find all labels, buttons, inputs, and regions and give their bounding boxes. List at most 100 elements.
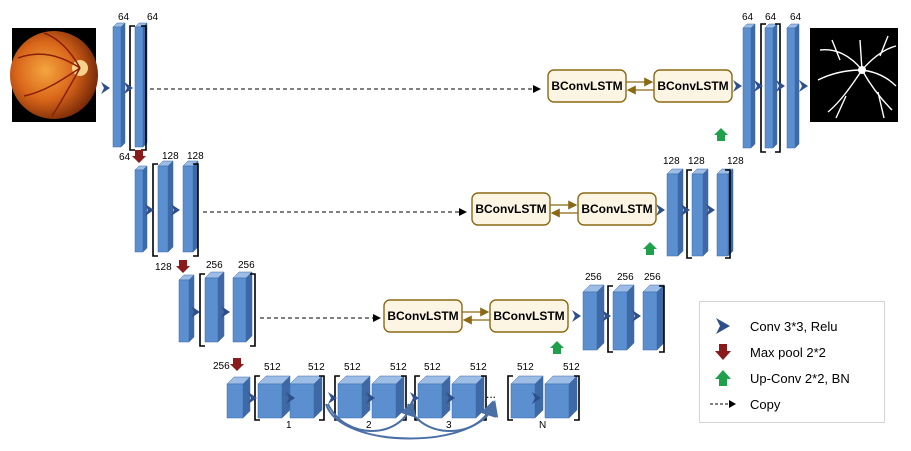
l4-label-5: 512	[424, 362, 441, 373]
conv-arrow-icon	[708, 316, 738, 336]
l1-dec-label-1: 64	[742, 12, 754, 23]
legend-upconv-label: Up-Conv 2*2, BN	[750, 370, 850, 386]
conv-arrow-icon	[446, 392, 455, 404]
l1-upconv-arrow-icon	[714, 128, 728, 141]
conv-arrow-icon	[191, 306, 200, 318]
l4-block-0	[226, 376, 251, 419]
l4-label-7: 512	[517, 362, 534, 373]
l4-dense-3-block-2	[451, 375, 485, 419]
l2-dec-bracket	[686, 169, 731, 259]
conv-arrow-icon	[706, 204, 715, 216]
bconvlstm-label: BConvLSTM	[387, 309, 458, 323]
l3-dec-label-2: 256	[617, 272, 634, 283]
feature-blocks	[112, 22, 800, 419]
legend-copy: Copy	[708, 394, 780, 414]
l3-upconv-arrow-icon	[550, 341, 564, 354]
conv-arrow-icon	[286, 392, 295, 404]
l2-dec-label-2: 128	[688, 156, 705, 167]
legend-conv: Conv 3*3, Relu	[708, 316, 837, 336]
conv-arrow-icon	[124, 82, 133, 94]
l3-bconvlstm-forward: BConvLSTM	[383, 299, 463, 333]
l3-bconvlstm-arrows	[462, 307, 490, 325]
l1-bconvlstm-arrows	[626, 77, 654, 95]
l3-dec-block-2	[612, 284, 635, 351]
bconvlstm-label: BConvLSTM	[581, 202, 652, 216]
l1-maxpool-arrow-icon	[132, 150, 146, 163]
conv-arrow-icon	[171, 204, 180, 216]
l4-dense-2-block-1	[337, 375, 371, 419]
legend-upconv: Up-Conv 2*2, BN	[708, 368, 850, 388]
l1-dec-label-2: 64	[765, 12, 777, 23]
l2-enc-block-1	[157, 160, 174, 253]
dense-block-3-number: 3	[446, 420, 452, 431]
l4-label-2: 512	[308, 362, 325, 373]
conv-arrow-icon	[248, 392, 257, 404]
legend-pool-label: Max pool 2*2	[750, 344, 826, 360]
l1-pool-label: 64	[119, 152, 131, 163]
retina-input-image	[10, 28, 98, 122]
dense-block-1-number: 1	[286, 420, 292, 431]
l3-dec-block-3	[642, 284, 665, 351]
conv-arrow-icon	[776, 80, 785, 92]
bconvlstm-blocks: BConvLSTM BConvLSTM BConvLSTM BConvLSTM BCon…	[383, 69, 733, 333]
upconv-arrow-icon	[708, 368, 738, 388]
l3-enc-label-1: 256	[206, 260, 223, 271]
conv-arrow-icon	[681, 204, 690, 216]
copy-dashed-arrow-icon	[708, 394, 738, 414]
legend-conv-label: Conv 3*3, Relu	[750, 318, 838, 334]
legend: Conv 3*3, Relu Max pool 2*2 Up-Conv 2*2,…	[699, 301, 885, 423]
l2-enc-label-1: 128	[162, 151, 179, 162]
l4-dense-2-block-2	[371, 375, 405, 419]
l3-enc-block-0	[178, 274, 195, 343]
dense-skip-arc-2	[327, 400, 416, 432]
l4-dense-1-block-2	[289, 375, 323, 419]
l2-enc-label-2: 128	[187, 151, 204, 162]
bconvlstm-label: BConvLSTM	[493, 309, 564, 323]
l1-enc-label-1: 64	[118, 12, 130, 23]
l2-enc-block-0	[134, 165, 148, 253]
l1-dec-block-2	[764, 23, 778, 149]
output-conv-arrow-icon	[799, 80, 808, 92]
conv-arrow-icon	[656, 204, 665, 216]
l4-dense-4-block-2	[544, 375, 578, 419]
l2-dec-label-1: 128	[663, 156, 680, 167]
conv-arrow-icon	[328, 392, 337, 404]
maxpool-arrow-icon	[708, 342, 738, 362]
l1-dec-block-1	[742, 23, 756, 149]
l4-dense-4-bracket	[507, 375, 580, 421]
dense-block-4-number: N	[539, 420, 546, 431]
l1-enc-block-1	[112, 22, 126, 148]
dense-block-2-number: 2	[366, 420, 372, 431]
flow-arrows	[101, 80, 808, 404]
l2-enc-block-2	[182, 160, 199, 253]
l3-enc-block-1	[204, 271, 225, 343]
conv-arrow-icon	[632, 310, 641, 322]
bconvlstm-label: BConvLSTM	[551, 79, 622, 93]
conv-arrow-icon	[572, 310, 581, 322]
l4-dense-4-block-1	[510, 375, 544, 419]
l4-label-4: 512	[390, 362, 407, 373]
l2-bconvlstm-arrows	[550, 200, 578, 218]
l1-bconvlstm-forward: BConvLSTM	[547, 69, 627, 103]
l2-maxpool-arrow-icon	[176, 260, 190, 273]
bconvlstm-label: BConvLSTM	[475, 202, 546, 216]
l1-dec-block-3	[786, 23, 800, 149]
l4-label-8: 512	[563, 362, 580, 373]
l3-dec-bracket	[607, 285, 665, 353]
l2-pool-label: 128	[155, 262, 172, 273]
legend-copy-label: Copy	[750, 396, 781, 412]
conv-arrow-icon	[145, 204, 154, 216]
conv-arrow-icon	[221, 306, 230, 318]
conv-arrow-icon	[602, 310, 611, 322]
l2-upconv-arrow-icon	[643, 242, 657, 255]
l3-bconvlstm-backward: BConvLSTM	[489, 299, 569, 333]
l1-enc-label-2: 64	[147, 12, 159, 23]
l2-bconvlstm-forward: BConvLSTM	[471, 192, 551, 226]
l2-bconvlstm-backward: BConvLSTM	[577, 192, 657, 226]
l4-dense-1-block-1	[257, 375, 291, 419]
bconvlstm-label: BConvLSTM	[657, 79, 728, 93]
l3-enc-label-2: 256	[238, 260, 255, 271]
l3-dec-label-3: 256	[644, 272, 661, 283]
l3-enc-bracket	[199, 273, 256, 347]
